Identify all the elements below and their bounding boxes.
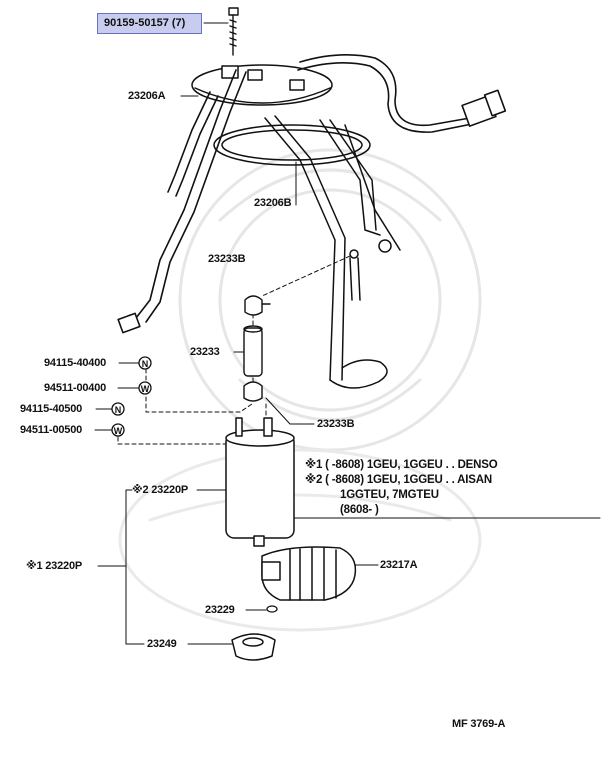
part-label-23233B-lower[interactable]: 23233B: [317, 418, 355, 430]
note-line-1: ※1 ( -8608) 1GEU, 1GGEU . . DENSO: [305, 459, 498, 471]
watermark-emblem: [178, 148, 482, 452]
note-line-4: (8608- ): [340, 504, 379, 516]
fuel-hose-23233: [243, 325, 263, 377]
part-label-23206A[interactable]: 23206A: [128, 90, 166, 102]
part-symbols: [111, 356, 152, 437]
hose-clamp-lower-23233B: [243, 381, 263, 402]
pump-bracket: [264, 115, 401, 389]
part-label-23229[interactable]: 23229: [205, 604, 235, 616]
part-label-94511-00500[interactable]: 94511-00500: [20, 424, 83, 436]
fuel-pump-23220P: [225, 417, 601, 547]
wire-harness: [297, 54, 507, 133]
nut-mark-1: N: [142, 359, 149, 369]
note-line-3: 1GGTEU, 7MGTEU: [340, 489, 439, 501]
part-label-23220P-aisan[interactable]: ※2 23220P: [132, 484, 188, 496]
part-label-94115-40400[interactable]: 94115-40400: [44, 357, 107, 369]
part-label-23233B-upper[interactable]: 23233B: [208, 253, 246, 265]
watermark-emblem-lower: [118, 448, 482, 632]
washer-mark-1: W: [141, 384, 150, 394]
sender-plate-23206A: [191, 64, 333, 106]
part-label-23206B[interactable]: 23206B: [254, 197, 292, 209]
note-line-2: ※2 ( -8608) 1GEU, 1GGEU . . AISAN: [305, 474, 492, 486]
part-label-23220P-denso[interactable]: ※1 23220P: [26, 560, 82, 572]
washer-23229: [266, 605, 278, 613]
bolt-90159-50157: [228, 7, 239, 56]
highlighted-part-text: 90159-50157 (7): [104, 17, 186, 29]
cushion-23249: [231, 633, 276, 661]
part-label-94511-00400[interactable]: 94511-00400: [44, 382, 107, 394]
gasket-23206B: [213, 124, 371, 166]
washer-mark-2: W: [114, 426, 123, 436]
return-pipe: [167, 91, 219, 197]
highlighted-part-label[interactable]: 90159-50157 (7): [97, 13, 202, 34]
fuel-outlet-pipe: [117, 69, 247, 334]
part-label-23217A[interactable]: 23217A: [380, 559, 418, 571]
part-label-23233[interactable]: 23233: [190, 346, 220, 358]
figure-code: MF 3769-A: [452, 718, 506, 730]
nut-mark-2: N: [115, 405, 122, 415]
part-label-94115-40500[interactable]: 94115-40500: [20, 403, 83, 415]
hose-clamp-upper-23233B: [244, 295, 271, 316]
leader-lines: [94, 22, 379, 645]
part-label-23249[interactable]: 23249: [147, 638, 177, 650]
fuel-filter-23217A: [261, 546, 357, 601]
